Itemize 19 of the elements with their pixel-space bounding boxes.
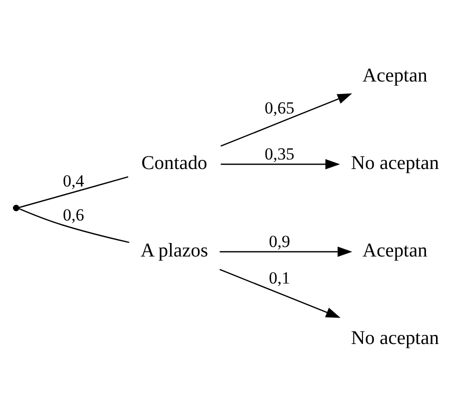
node-text: A plazos xyxy=(140,240,208,262)
arrow xyxy=(220,93,352,147)
arrow xyxy=(220,246,352,257)
node-text: Aceptan xyxy=(362,65,428,86)
node-text: No aceptan xyxy=(350,328,439,349)
edge-label: 0,4 xyxy=(62,171,84,190)
arrow xyxy=(220,159,340,170)
arrow xyxy=(219,268,341,318)
edge-label: 0,6 xyxy=(62,205,84,224)
edge-label: 0,1 xyxy=(268,268,290,288)
edge-label: 0,65 xyxy=(264,98,294,118)
connector xyxy=(18,176,128,208)
node-point xyxy=(12,204,20,212)
edge-label: 0,9 xyxy=(268,232,290,252)
node-text: No aceptan xyxy=(350,152,439,174)
connector xyxy=(18,208,130,244)
node-text: Aceptan xyxy=(362,240,428,262)
edge-label: 0,35 xyxy=(264,144,294,164)
node-text: Contado xyxy=(141,152,208,174)
